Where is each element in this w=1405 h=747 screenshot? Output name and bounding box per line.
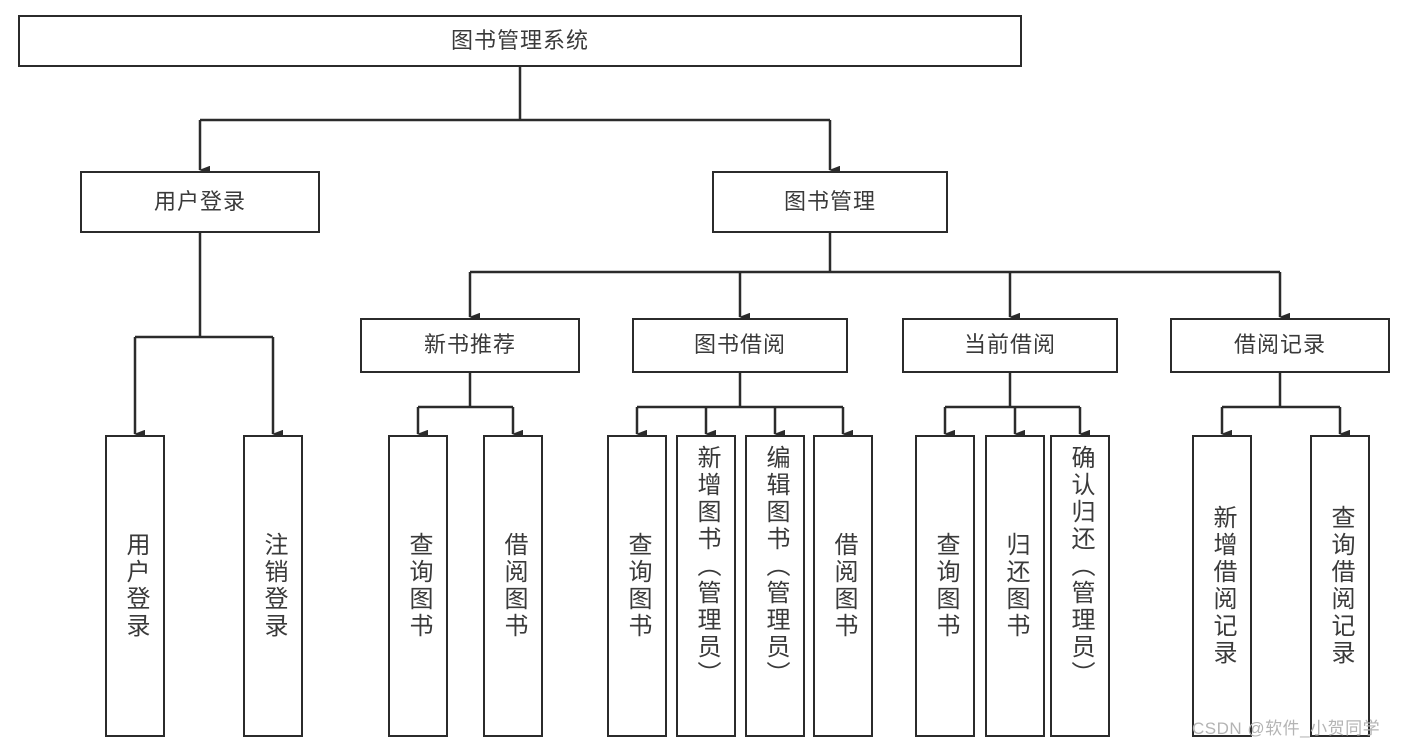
- node-label: 查询借阅记录: [1327, 505, 1354, 667]
- node-label: 借阅图书: [500, 532, 527, 640]
- node-label: 图书管理系统: [450, 27, 589, 53]
- node-leaf5[interactable]: 查询图书: [607, 435, 667, 737]
- node-label: 归还图书: [1002, 532, 1029, 640]
- node-label: 借阅记录: [1233, 332, 1326, 358]
- node-label: 用户登录: [153, 188, 246, 214]
- watermark-label: CSDN @软件_小贺同学: [1192, 719, 1381, 738]
- node-leaf4[interactable]: 借阅图书: [483, 435, 543, 737]
- node-borrow[interactable]: 图书借阅: [632, 318, 848, 373]
- node-label: 用户登录: [122, 532, 149, 640]
- node-label: 查询图书: [624, 532, 651, 640]
- node-leaf12[interactable]: 新增借阅记录: [1192, 435, 1252, 737]
- node-leaf8[interactable]: 借阅图书: [813, 435, 873, 737]
- node-label: 图书管理: [783, 188, 876, 214]
- node-label: 编辑图书（管理员）: [762, 445, 789, 688]
- node-label: 查询图书: [932, 532, 959, 640]
- node-records[interactable]: 借阅记录: [1170, 318, 1390, 373]
- node-leaf13[interactable]: 查询借阅记录: [1310, 435, 1370, 737]
- node-leaf9[interactable]: 查询图书: [915, 435, 975, 737]
- node-label: 借阅图书: [830, 532, 857, 640]
- node-leaf1[interactable]: 用户登录: [105, 435, 165, 737]
- node-label: 新书推荐: [423, 332, 516, 358]
- node-label: 查询图书: [405, 532, 432, 640]
- edge-group: [133, 67, 1350, 439]
- node-leaf11[interactable]: 确认归还（管理员）: [1050, 435, 1110, 737]
- node-label: 图书借阅: [693, 332, 786, 358]
- node-leaf10[interactable]: 归还图书: [985, 435, 1045, 737]
- node-leaf3[interactable]: 查询图书: [388, 435, 448, 737]
- node-bookmgmt[interactable]: 图书管理: [712, 171, 948, 233]
- node-newbook[interactable]: 新书推荐: [360, 318, 580, 373]
- node-root[interactable]: 图书管理系统: [18, 15, 1022, 67]
- node-label: 确认归还（管理员）: [1067, 445, 1094, 688]
- node-leaf7[interactable]: 编辑图书（管理员）: [745, 435, 805, 737]
- node-label: 注销登录: [260, 532, 287, 640]
- node-leaf6[interactable]: 新增图书（管理员）: [676, 435, 736, 737]
- node-label: 新增图书（管理员）: [693, 445, 720, 688]
- node-label: 当前借阅: [963, 332, 1056, 358]
- node-login[interactable]: 用户登录: [80, 171, 320, 233]
- node-label: 新增借阅记录: [1209, 505, 1236, 667]
- node-leaf2[interactable]: 注销登录: [243, 435, 303, 737]
- node-current[interactable]: 当前借阅: [902, 318, 1118, 373]
